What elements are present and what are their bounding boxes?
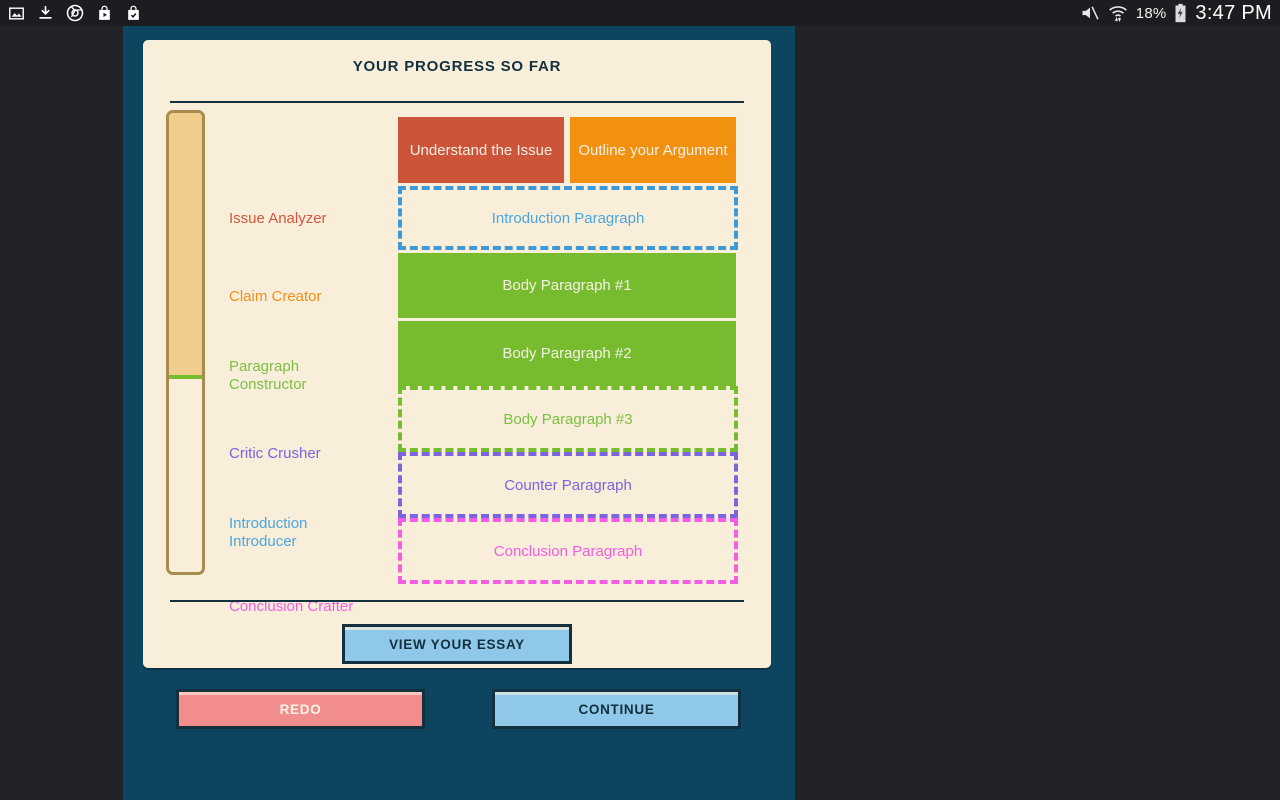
current-stage-marker — [169, 375, 202, 379]
stage-label-3: Critic Crusher — [229, 445, 321, 462]
page-title: YOUR PROGRESS SO FAR — [352, 58, 562, 75]
play-store-installed-icon — [125, 5, 142, 22]
download-icon — [37, 5, 54, 22]
mute-icon — [1080, 3, 1100, 23]
chrome-icon — [66, 4, 84, 22]
essay-block-6[interactable]: Counter Paragraph — [398, 452, 738, 518]
battery-percent-label: 18% — [1135, 4, 1167, 22]
stage-label-5: Conclusion Crafter — [229, 598, 354, 615]
status-bar-clock: 3:47 PM — [1195, 1, 1272, 24]
wifi-transfer-icon — [1108, 3, 1128, 23]
stage-label-2: Paragraph Constructor — [229, 358, 307, 393]
android-status-bar: 18% 3:47 PM — [0, 0, 1280, 26]
essay-block-5[interactable]: Body Paragraph #3 — [398, 386, 738, 452]
essay-block-1[interactable]: Outline your Argument — [570, 117, 736, 183]
battery-charging-icon — [1174, 3, 1187, 23]
status-bar-notification-icons — [8, 4, 142, 22]
status-bar-system-icons: 18% 3:47 PM — [1080, 2, 1272, 25]
vertical-progress-rail — [166, 110, 205, 575]
gallery-image-icon — [8, 5, 25, 22]
view-your-essay-button[interactable]: VIEW YOUR ESSAY — [342, 624, 572, 664]
stage-label-4: Introduction Introducer — [229, 515, 308, 550]
essay-block-2[interactable]: Introduction Paragraph — [398, 186, 738, 250]
essay-block-7[interactable]: Conclusion Paragraph — [398, 518, 738, 584]
divider-bottom — [170, 600, 744, 602]
redo-button[interactable]: REDO — [176, 689, 425, 729]
stage-label-1: Claim Creator — [229, 288, 322, 305]
essay-block-0[interactable]: Understand the Issue — [398, 117, 564, 183]
stage-label-0: Issue Analyzer — [229, 210, 327, 227]
play-store-icon — [96, 5, 113, 22]
progress-fill — [169, 113, 202, 375]
divider-top — [170, 101, 744, 103]
continue-button[interactable]: CONTINUE — [492, 689, 741, 729]
essay-block-3[interactable]: Body Paragraph #1 — [398, 253, 736, 318]
essay-block-4[interactable]: Body Paragraph #2 — [398, 321, 736, 386]
